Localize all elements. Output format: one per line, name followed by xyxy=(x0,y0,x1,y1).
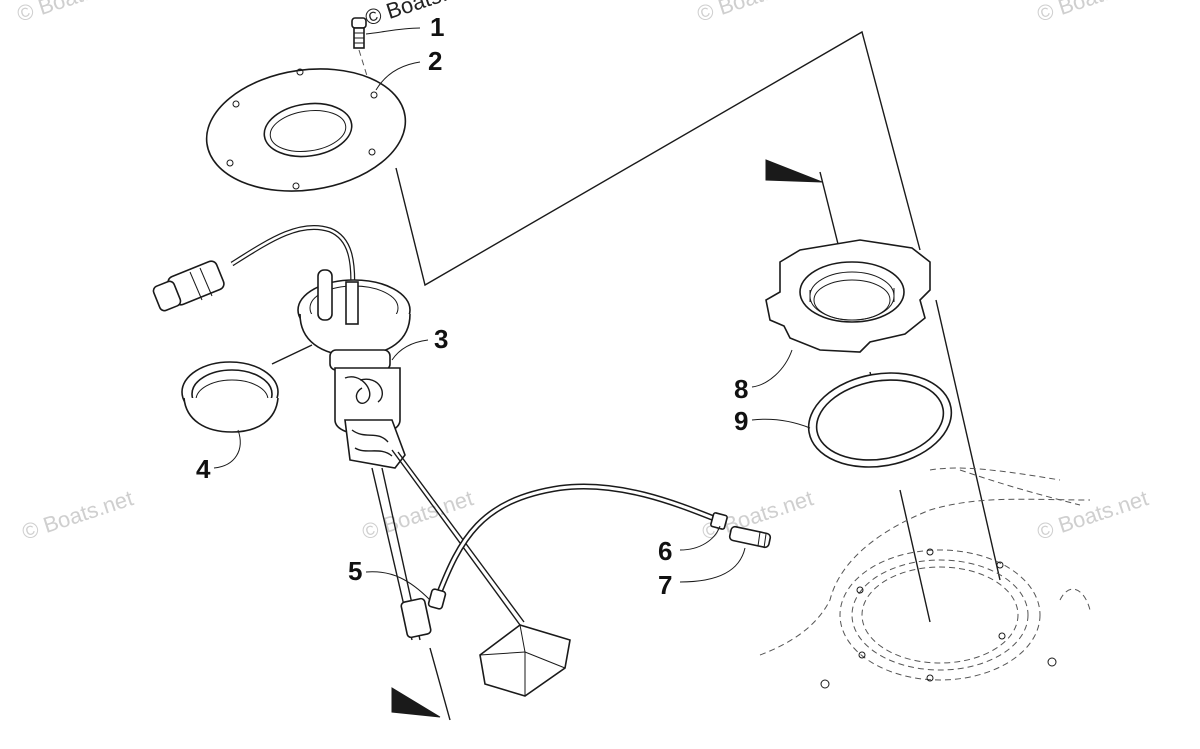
watermark: © Boats.net xyxy=(694,0,811,27)
watermark: © Boats.net xyxy=(362,0,479,31)
callout-label: 5 xyxy=(348,556,362,586)
watermark: © Boats.net xyxy=(14,0,131,27)
callout-label: 4 xyxy=(196,454,211,484)
callout-labels: 1 2 3 4 5 6 7 8 9 xyxy=(196,12,748,600)
direction-arrow-icon xyxy=(765,159,823,183)
part-lock-ring xyxy=(765,239,931,353)
callout-label: 9 xyxy=(734,406,748,436)
part-fuel-pump-module xyxy=(297,269,571,697)
part-wiring-connector xyxy=(152,224,356,312)
watermark: © Boats.net xyxy=(19,485,136,544)
callout-label: 6 xyxy=(658,536,672,566)
tank-mounting-area xyxy=(759,467,1091,689)
part-gasket xyxy=(807,372,953,468)
part-screw xyxy=(351,17,373,93)
watermark: © Boats.net xyxy=(1034,485,1151,544)
leader-lines xyxy=(213,27,811,601)
callout-label: 2 xyxy=(428,46,442,76)
watermark: © Boats.net xyxy=(1034,0,1151,27)
callout-label: 8 xyxy=(734,374,748,404)
part-grommet xyxy=(181,361,279,433)
part-hose-assembly xyxy=(427,483,772,610)
callout-label: 7 xyxy=(658,570,672,600)
callout-label: 1 xyxy=(430,12,444,42)
direction-arrow-icon xyxy=(391,687,441,718)
part-flange-plate xyxy=(205,68,407,192)
watermark: © Boats.net xyxy=(359,485,476,544)
callout-label: 3 xyxy=(434,324,448,354)
